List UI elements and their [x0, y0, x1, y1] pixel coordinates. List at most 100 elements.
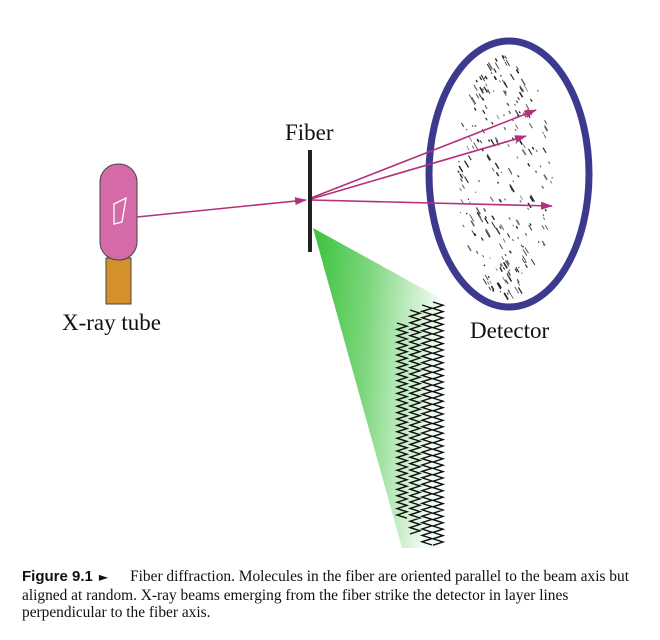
- speckle-dot: [502, 276, 507, 284]
- speckle-dot: [488, 286, 492, 291]
- speckle-dot: [505, 279, 509, 285]
- speckle-dot: [484, 75, 488, 80]
- speckle-dot: [514, 124, 519, 130]
- speckle-dot: [524, 260, 527, 264]
- speckle-dot: [486, 63, 492, 72]
- speckle-dot: [463, 160, 470, 168]
- speckle-dot: [539, 165, 542, 168]
- speckle-dot: [468, 94, 473, 100]
- speckle-dot: [519, 200, 522, 203]
- speckle-dot: [515, 65, 520, 71]
- speckle-dot: [458, 165, 464, 173]
- speckle-dot: [487, 62, 493, 70]
- speckle-dot: [474, 124, 477, 128]
- speckle-dot: [461, 184, 465, 189]
- speckle-dot: [512, 119, 515, 122]
- speckle-dot: [514, 129, 517, 131]
- speckle-dot: [541, 240, 546, 247]
- speckle-dot: [537, 241, 540, 244]
- speckle-dot: [492, 90, 495, 93]
- speckle-dot: [506, 292, 509, 295]
- speckle-dot: [523, 84, 529, 92]
- speckle-dot: [502, 266, 506, 270]
- speckle-dot: [489, 280, 492, 284]
- speckle-dot: [522, 248, 528, 256]
- speckle-dot: [541, 225, 545, 230]
- speckle-dot: [496, 115, 500, 120]
- speckle-dot: [480, 237, 484, 241]
- speckle-dot: [495, 171, 500, 177]
- speckle-dot: [465, 212, 468, 215]
- speckle-dot: [464, 176, 469, 184]
- speckle-dot: [474, 191, 477, 194]
- speckle-dot: [483, 77, 486, 79]
- speckle-dot: [478, 214, 484, 223]
- speckle-dot: [494, 58, 498, 62]
- speckle-dot: [470, 220, 475, 227]
- speckle-dot: [484, 274, 489, 281]
- speckle-dot: [515, 141, 517, 144]
- speckle-dot: [529, 98, 533, 103]
- speckle-dot: [473, 142, 479, 150]
- speckle-dot: [475, 79, 478, 83]
- speckle-dot: [515, 225, 519, 229]
- speckle-dot: [468, 155, 472, 161]
- speckle-dot: [534, 170, 538, 174]
- speckle-dot: [486, 155, 491, 161]
- speckle-dot: [504, 260, 510, 267]
- speckle-dot: [549, 180, 553, 184]
- speckle-dot: [500, 171, 502, 174]
- speckle-dot: [459, 187, 462, 192]
- speckle-dot: [521, 149, 527, 156]
- speckle-dot: [478, 179, 480, 183]
- speckle-dot: [501, 255, 505, 261]
- speckle-dot: [462, 224, 465, 228]
- speckle-dot: [521, 258, 526, 264]
- speckle-dot: [475, 207, 481, 215]
- speckle-dot: [524, 232, 528, 236]
- incident-beam: [136, 197, 307, 218]
- speckle-dot: [498, 198, 502, 203]
- speckle-dot: [515, 219, 521, 226]
- zigzag-chain: [407, 309, 423, 535]
- speckle-dot: [482, 255, 485, 258]
- speckle-dot: [491, 121, 494, 125]
- speckle-dot: [528, 115, 531, 119]
- speckle-dot: [493, 75, 497, 81]
- xray-tube: [99, 163, 138, 305]
- speckle-dot: [481, 74, 484, 78]
- speckle-dot: [518, 111, 521, 114]
- speckle-dot: [509, 185, 515, 193]
- speckle-dot: [498, 225, 502, 230]
- speckle-dot: [500, 265, 503, 268]
- speckle-dot: [482, 109, 486, 115]
- speckle-dot: [519, 86, 524, 92]
- speckle-dot: [465, 128, 468, 131]
- speckle-dot: [543, 217, 546, 220]
- speckle-dot: [521, 272, 523, 275]
- diffracted-beam-1: [310, 109, 537, 199]
- speckle-dot: [503, 90, 507, 96]
- speckle-dot: [503, 126, 507, 131]
- speckle-dot: [542, 214, 545, 217]
- speckle-dot: [509, 73, 515, 81]
- speckle-dot: [508, 250, 512, 254]
- zigzag-chain: [419, 304, 435, 546]
- speckle-dot: [468, 136, 473, 142]
- speckle-dot: [542, 131, 545, 135]
- speckle-dot: [487, 139, 491, 142]
- speckle-dot: [507, 271, 511, 276]
- speckle-dot: [499, 243, 503, 250]
- speckle-dot: [514, 286, 520, 294]
- speckle-dot: [502, 238, 506, 243]
- speckle-dot: [496, 181, 500, 184]
- speckle-dot: [528, 224, 533, 231]
- speckle-dot: [527, 207, 530, 210]
- speckle-dot: [544, 120, 548, 125]
- xray-tube-body: [99, 163, 138, 261]
- diffracted-beam-2: [310, 135, 527, 200]
- speckle-dot: [518, 139, 523, 145]
- speckle-dot: [506, 259, 510, 265]
- caption-text: Fiber diffraction. Molecules in the fibe…: [22, 568, 629, 621]
- speckle-dot: [495, 268, 498, 271]
